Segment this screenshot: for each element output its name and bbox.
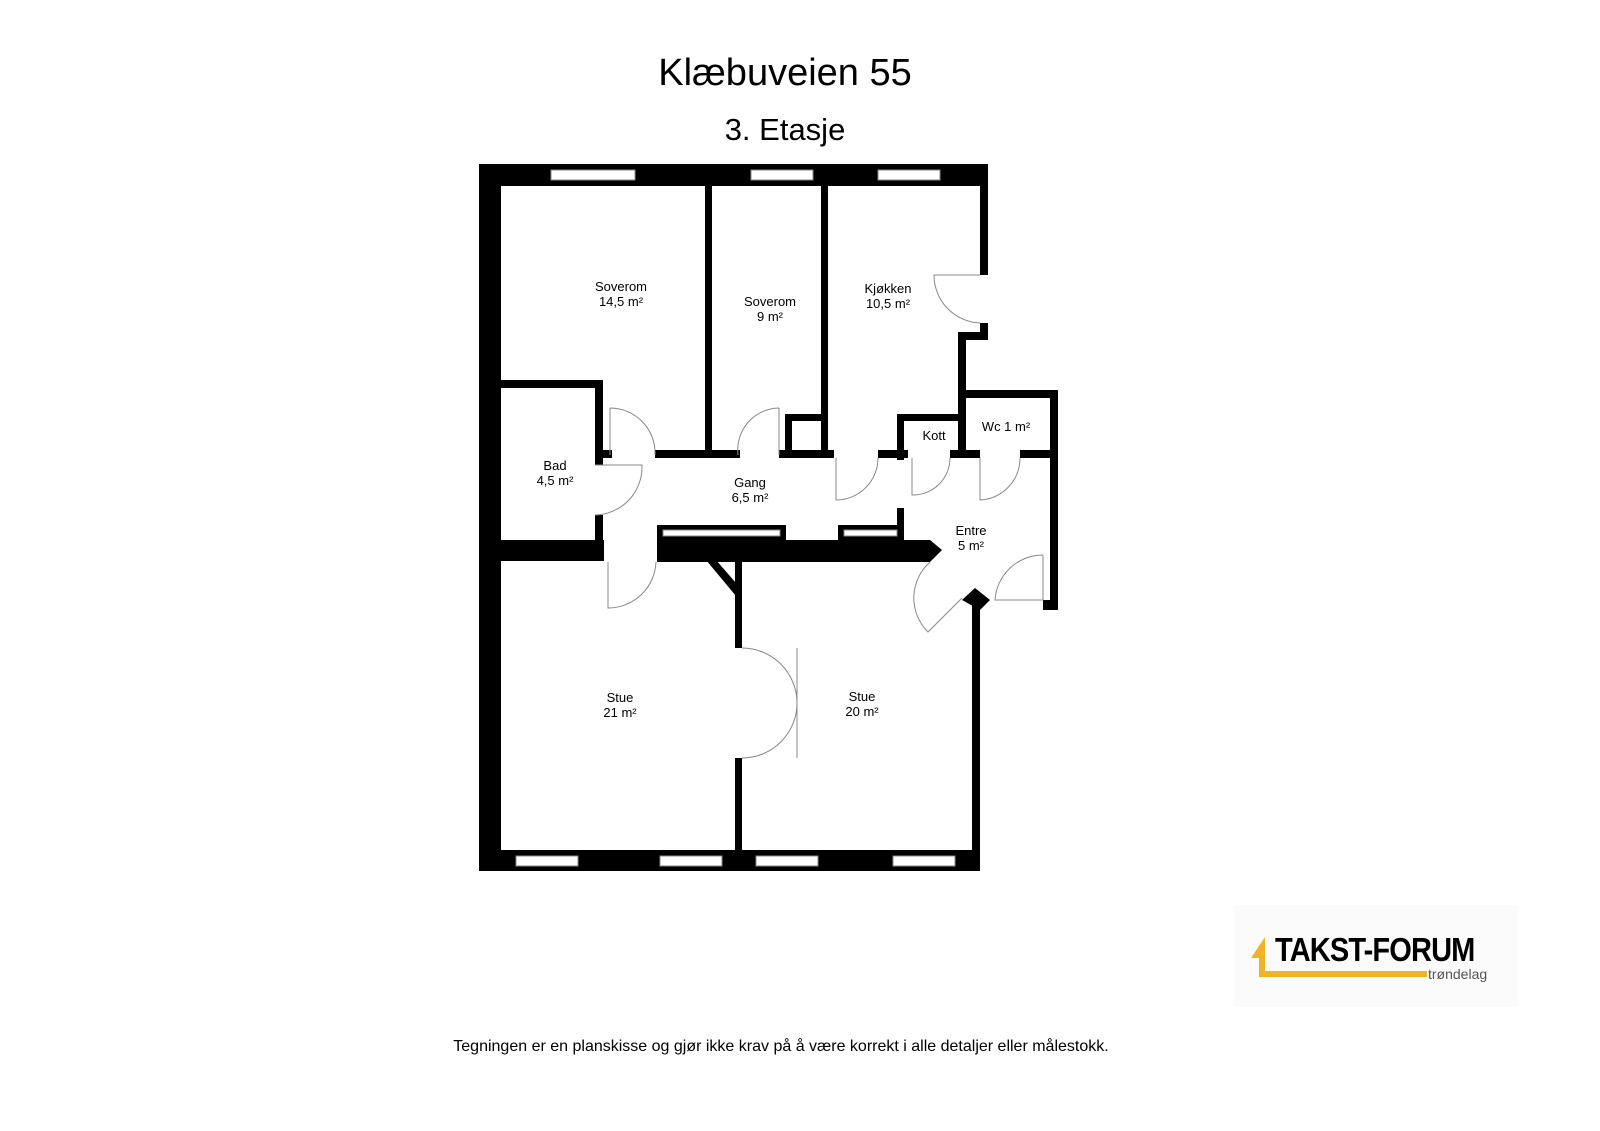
floor-label: 3. Etasje	[724, 112, 846, 147]
room-area: 14,5 m²	[598, 294, 644, 309]
room-name: Stue	[848, 689, 876, 704]
logo-name: TAKST-FORUM	[1275, 931, 1475, 968]
disclaimer: Tegningen er en planskisse og gjør ikke …	[453, 1038, 1109, 1055]
room-name: Wc 1 m²	[981, 419, 1031, 434]
room-name: Stue	[606, 690, 634, 705]
doors	[594, 274, 1044, 759]
room-name: Soverom	[594, 279, 648, 294]
room-kott: Kott	[874, 428, 994, 443]
takst-forum-logo: TAKST-FORUM trøndelag	[1235, 905, 1517, 1007]
room-area: 21 m²	[603, 705, 637, 720]
plan-title: Klæbuveien 55	[658, 52, 912, 94]
room-name: Kott	[922, 428, 946, 443]
room-area: 6,5 m²	[731, 490, 769, 505]
room-area: 9 m²	[757, 309, 783, 324]
logo-region: trøndelag	[1428, 966, 1488, 982]
walls	[479, 164, 1058, 871]
room-area: 5 m²	[958, 538, 984, 553]
room-name: Kjøkken	[864, 281, 912, 296]
room-area: 10,5 m²	[865, 296, 911, 311]
room-area: 20 m²	[845, 704, 879, 719]
room-name: Gang	[734, 475, 766, 490]
room-name: Entre	[955, 523, 987, 538]
room-name: Bad	[543, 458, 567, 473]
room-area: 4,5 m²	[536, 473, 574, 488]
room-wc: Wc 1 m²	[946, 419, 1066, 434]
windows	[515, 169, 956, 867]
logo-arrow-icon	[1251, 937, 1427, 977]
room-name: Soverom	[743, 294, 797, 309]
